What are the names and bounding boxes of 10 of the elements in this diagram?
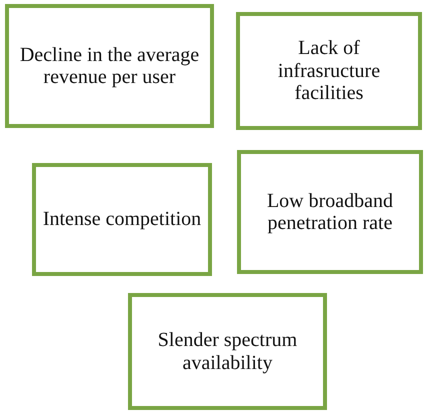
box-text: Low broadband penetration rate (266, 190, 394, 234)
text-box (128, 293, 327, 410)
box-text: Decline in the average revenue per user (20, 44, 200, 88)
box-text: Intense competition (42, 208, 202, 230)
text-box (236, 12, 422, 130)
text-box (237, 150, 423, 274)
text-box (32, 163, 212, 276)
text-box (5, 4, 214, 128)
box-text: Lack of infrasructure facilities (278, 37, 380, 104)
box-text: Slender spectrum availability (158, 329, 298, 374)
